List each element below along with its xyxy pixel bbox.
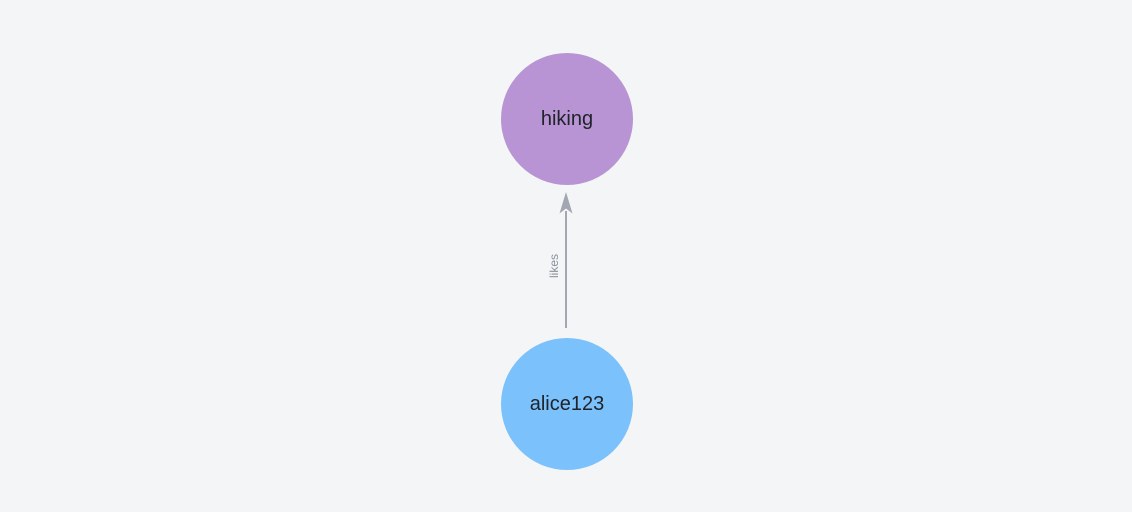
- edge-label: likes: [547, 254, 561, 278]
- node-alice123-circle[interactable]: [501, 338, 633, 470]
- node-hiking[interactable]: hiking: [501, 53, 633, 185]
- edge-arrowhead: [559, 192, 573, 214]
- edge-alice123-likes-hiking[interactable]: likes: [547, 192, 573, 328]
- node-alice123[interactable]: alice123: [501, 338, 633, 470]
- node-alice123-label: alice123: [530, 393, 605, 415]
- node-hiking-circle[interactable]: [501, 53, 633, 185]
- node-hiking-label: hiking: [541, 108, 593, 130]
